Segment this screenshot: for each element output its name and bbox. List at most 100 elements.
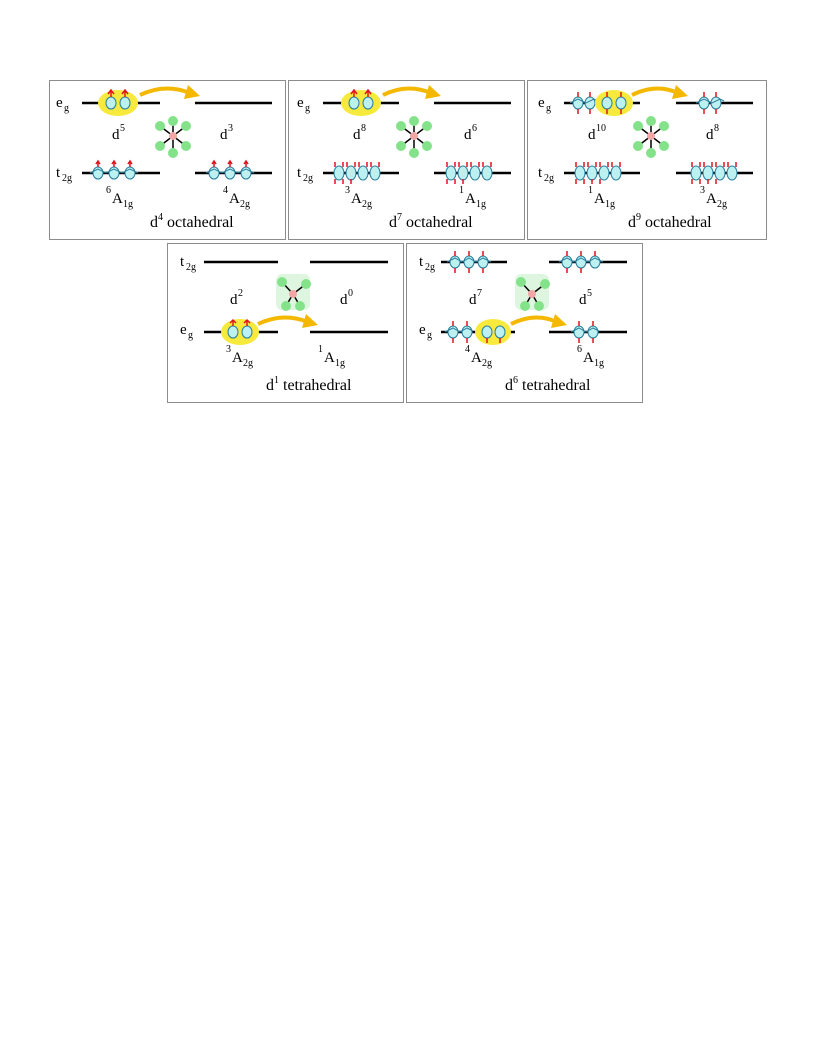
eg-label: e g — [538, 95, 551, 114]
svg-text:1g: 1g — [123, 199, 133, 210]
octahedral-molecule-icon — [633, 116, 669, 158]
highlight-blob — [595, 90, 633, 116]
svg-text:g: g — [427, 330, 432, 341]
orbital-icon — [558, 251, 604, 273]
svg-text:d4 octahedral: d4 octahedral — [150, 212, 234, 231]
transfer-arrow-icon — [139, 86, 191, 97]
svg-text:g: g — [64, 103, 69, 114]
svg-text:6: 6 — [106, 185, 111, 196]
svg-text:2g: 2g — [425, 262, 435, 273]
svg-text:2g: 2g — [243, 358, 253, 369]
orbital-icon — [348, 88, 374, 110]
svg-text:8: 8 — [361, 123, 366, 134]
svg-text:d6 tetrahedral: d6 tetrahedral — [505, 375, 591, 394]
eg-label: e g — [297, 95, 310, 114]
highlight-blob — [475, 319, 511, 345]
panel-d9-octahedral: e g t 2g — [527, 80, 767, 240]
svg-text:g: g — [188, 330, 193, 341]
svg-text:t: t — [419, 254, 424, 270]
svg-text:A: A — [471, 350, 482, 366]
orbital-icon — [227, 318, 253, 339]
svg-text:d: d — [706, 127, 714, 143]
panel-d4-octahedral: e g t 2g — [49, 80, 286, 240]
svg-text:A: A — [594, 191, 605, 207]
left-term-symbol: 6 A 1g — [106, 185, 133, 210]
svg-text:2g: 2g — [240, 199, 250, 210]
svg-text:A: A — [583, 350, 594, 366]
right-term-symbol: 3 A 2g — [700, 185, 727, 210]
svg-text:A: A — [706, 191, 717, 207]
eg-label: e g — [419, 322, 432, 341]
svg-text:5: 5 — [587, 288, 592, 299]
svg-text:g: g — [546, 103, 551, 114]
eg-label: e g — [180, 322, 193, 341]
transfer-arrowhead-icon — [302, 314, 318, 328]
svg-text:3: 3 — [700, 185, 705, 196]
left-term-symbol: 3 A 2g — [345, 185, 372, 210]
svg-text:1g: 1g — [605, 199, 615, 210]
svg-text:t: t — [538, 165, 543, 181]
right-term-symbol: 6 A 1g — [577, 344, 604, 369]
right-electron-count: d 3 — [220, 123, 233, 143]
right-electron-count: d 8 — [706, 123, 719, 143]
highlight-blob — [221, 319, 259, 345]
tetrahedral-molecule-icon — [276, 274, 311, 311]
svg-text:4: 4 — [465, 344, 470, 355]
svg-text:A: A — [112, 191, 123, 207]
right-electron-count: d 6 — [464, 123, 477, 143]
svg-text:2g: 2g — [717, 199, 727, 210]
svg-text:A: A — [351, 191, 362, 207]
panel-d1-tetrahedral: t 2g e g d — [167, 243, 404, 403]
svg-text:d: d — [230, 292, 238, 308]
svg-text:d: d — [469, 292, 477, 308]
svg-text:4: 4 — [223, 185, 228, 196]
transfer-arrowhead-icon — [672, 85, 688, 99]
octahedral-molecule-icon — [155, 116, 191, 158]
svg-text:t: t — [297, 165, 302, 181]
t2g-label: t 2g — [538, 165, 554, 184]
orbital-icon — [333, 162, 381, 184]
right-term-symbol: 4 A 2g — [223, 185, 250, 210]
orbital-icon — [446, 251, 492, 273]
svg-text:A: A — [324, 350, 335, 366]
eg-label: e g — [56, 95, 69, 114]
svg-text:A: A — [465, 191, 476, 207]
svg-text:6: 6 — [577, 344, 582, 355]
svg-text:2g: 2g — [362, 199, 372, 210]
right-electron-count: d 5 — [579, 288, 592, 308]
orbital-icon — [444, 321, 474, 343]
t2g-label: t 2g — [297, 165, 313, 184]
highlight-blob — [341, 90, 381, 116]
highlight-blob — [98, 90, 138, 116]
panel-title: d4 octahedral — [150, 212, 234, 231]
svg-text:0: 0 — [348, 288, 353, 299]
transfer-arrowhead-icon — [184, 85, 200, 99]
panel-d7-octahedral: e g t 2g — [288, 80, 525, 240]
transfer-arrow-icon — [257, 315, 309, 326]
orbital-icon — [601, 92, 627, 114]
left-term-symbol: 4 A 2g — [465, 344, 492, 369]
svg-text:A: A — [229, 191, 240, 207]
svg-text:1g: 1g — [476, 199, 486, 210]
left-electron-count: d 2 — [230, 288, 243, 308]
orbital-icon — [574, 162, 622, 184]
svg-text:1g: 1g — [335, 358, 345, 369]
svg-text:1: 1 — [318, 344, 323, 355]
transfer-arrowhead-icon — [551, 314, 567, 328]
svg-text:d: d — [353, 127, 361, 143]
svg-text:d: d — [340, 292, 348, 308]
t2g-label: t 2g — [56, 165, 72, 184]
svg-text:2g: 2g — [62, 173, 72, 184]
svg-text:8: 8 — [714, 123, 719, 134]
left-electron-count: d 5 — [112, 123, 125, 143]
panel-title: d7 octahedral — [389, 212, 473, 231]
svg-text:d: d — [588, 127, 596, 143]
orbital-icon — [481, 325, 506, 343]
left-electron-count: d 8 — [353, 123, 366, 143]
svg-text:d: d — [112, 127, 120, 143]
svg-text:d1 tetrahedral: d1 tetrahedral — [266, 375, 352, 394]
left-term-symbol: 1 A 1g — [588, 185, 615, 210]
transfer-arrow-icon — [631, 86, 679, 97]
svg-text:2: 2 — [238, 288, 243, 299]
left-electron-count: d 7 — [469, 288, 482, 308]
